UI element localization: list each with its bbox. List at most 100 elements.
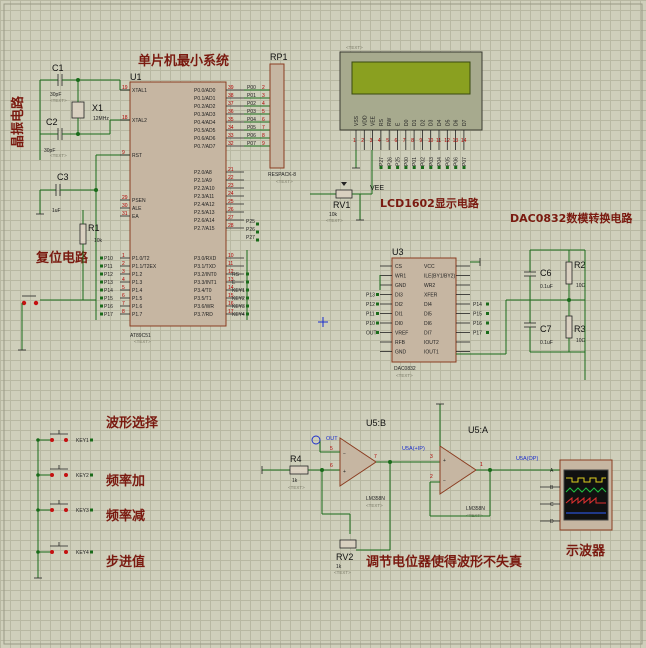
key-junction [36,550,40,554]
u3-left-pin-name: CS [395,264,403,270]
u3-left-pin-name: GND [395,283,407,289]
u1-left-pin-num: 19 [122,85,128,91]
u3-right-pins: VCCILE(BY1/BY2)WR2XFERDI4DI5DI6DI7IOUT2I… [424,264,489,356]
net-terminal [90,508,93,512]
lcd-pin-name: D4 [437,119,443,126]
probe-out: OUT [326,436,338,442]
u1-left-pin-num: 5 [122,285,125,291]
key-contact [50,550,54,554]
key-label: KEY4 [76,550,89,556]
cursor-cross [318,317,328,327]
rp1-pin-num: 9 [262,141,265,147]
u1-right-pin-num: 13 [228,277,234,283]
u1-right-pin-name: P2.0/A8 [194,170,212,176]
net-terminal [421,166,424,169]
lcd-pin-name: D1 [412,119,418,126]
u1-right-pin-num: 27 [228,215,234,221]
u3-left-net-label: OUT [366,331,377,337]
u1-p2-net-label: P27 [246,235,255,241]
u1-left-pin-num: 29 [122,195,128,201]
u3-left-pin-name: GND [395,350,407,356]
rp1-pin-num: 2 [262,85,265,91]
u1-p0-net-label: P05 [247,125,256,131]
u1-left-net-label: P14 [104,288,113,294]
u3-left-net-label: P12 [366,302,375,308]
r4-value: 1k [292,478,298,484]
lcd-pin-name: D7 [462,119,468,126]
key-junction [36,473,40,477]
net-terminal [256,238,259,242]
u3-right-pin-name: WR2 [424,283,435,289]
u3-right-pin-name: DI6 [424,321,432,327]
lcd-pin-name: VEE [371,115,377,126]
u1-right-pin-num: 15 [228,293,234,299]
u3-right-pin-name: DI4 [424,302,432,308]
u1-right-pin-name: P3.2/INT0 [194,272,217,278]
net-terminal [454,166,458,169]
c3-value: 1uF [52,208,61,214]
c2-value: 30pF [44,148,55,154]
u1-text: <TEXT> [134,339,151,344]
freq-down-label: 频率减 [106,508,145,524]
u1-body [129,81,227,327]
u1-left-pin-num: 4 [122,277,125,283]
u5a-pin2: 2 [430,474,433,480]
crystal-circuit-title: 晶振电路 [10,95,26,148]
net-terminal [486,312,489,315]
lcd-pin-name: VSS [354,115,360,126]
rp1-pin-num: 3 [262,93,265,99]
u1-right-pin-name: P2.6/A14 [194,218,215,224]
sheet-border [3,3,643,645]
net-terminal [90,438,93,442]
rp1-respack: RP1 RESPACK-8 <TEXT> [268,52,296,184]
lcd-pin-num: 9 [419,138,422,144]
u1-p3-net-label: KEY3 [232,304,245,310]
u1-p3-net-label: KEY4 [232,312,245,318]
lcd-net-label: P03 [429,157,435,166]
r3-ref: R3 [574,324,586,334]
u1-p2-net-label: P25 [246,219,255,225]
net-terminal [379,166,383,169]
u1-p0-net-label: P03 [247,109,256,115]
lcd-pin-name: RS [379,118,385,126]
c3-ref: C3 [57,172,69,182]
x1-ref: X1 [92,103,103,113]
u1-right-pin-name: P3.6/WR [194,304,214,310]
lcd-net-label: P07 [462,157,468,166]
u1-left-net-label: P15 [104,296,113,302]
lcd-pin-name: VDD [362,115,368,126]
lcd-net-label: P26 [387,157,393,166]
u1-right-pin-name: P0.4/AD4 [194,120,216,126]
lcd-net-label: P01 [412,157,418,166]
net-terminal [100,272,103,276]
key-contact [64,508,68,512]
u3-right-pin-name: VCC [424,264,435,270]
u1-left-net-label: P11 [104,264,113,270]
u1-p3-net-label: RS [232,272,240,278]
u1-right-pin-num: 35 [228,117,234,123]
rp1-pin-num: 7 [262,125,265,131]
scope-label: 示波器 [566,543,606,559]
u1-right-pin-name: P0.7/AD7 [194,144,216,150]
u1-p3-net-label: E [232,280,236,286]
u1-right-pin-num: 39 [228,85,234,91]
u1-p0-net-label: P06 [247,133,256,139]
u3-left-net-label: P11 [366,312,375,318]
u1-left-pin-name: P1.2 [132,272,143,278]
u1-left-pin-num: 30 [122,203,128,209]
u3-right-net-label: P17 [473,331,482,337]
net-terminal [376,331,379,334]
net-terminal [100,312,103,316]
u1-left-net-label: P10 [104,256,113,262]
lcd1602: <TEXT> VSS1VDD2VEE3RS4RW5E6D07D18D29D310… [339,45,483,169]
net-terminal [90,550,93,554]
u1-p2-net-label: P26 [246,227,255,233]
u1-ref: U1 [130,72,142,82]
key-label: KEY3 [76,508,89,514]
key-label: KEY2 [76,473,89,479]
lcd-pin-name: RW [387,117,393,126]
